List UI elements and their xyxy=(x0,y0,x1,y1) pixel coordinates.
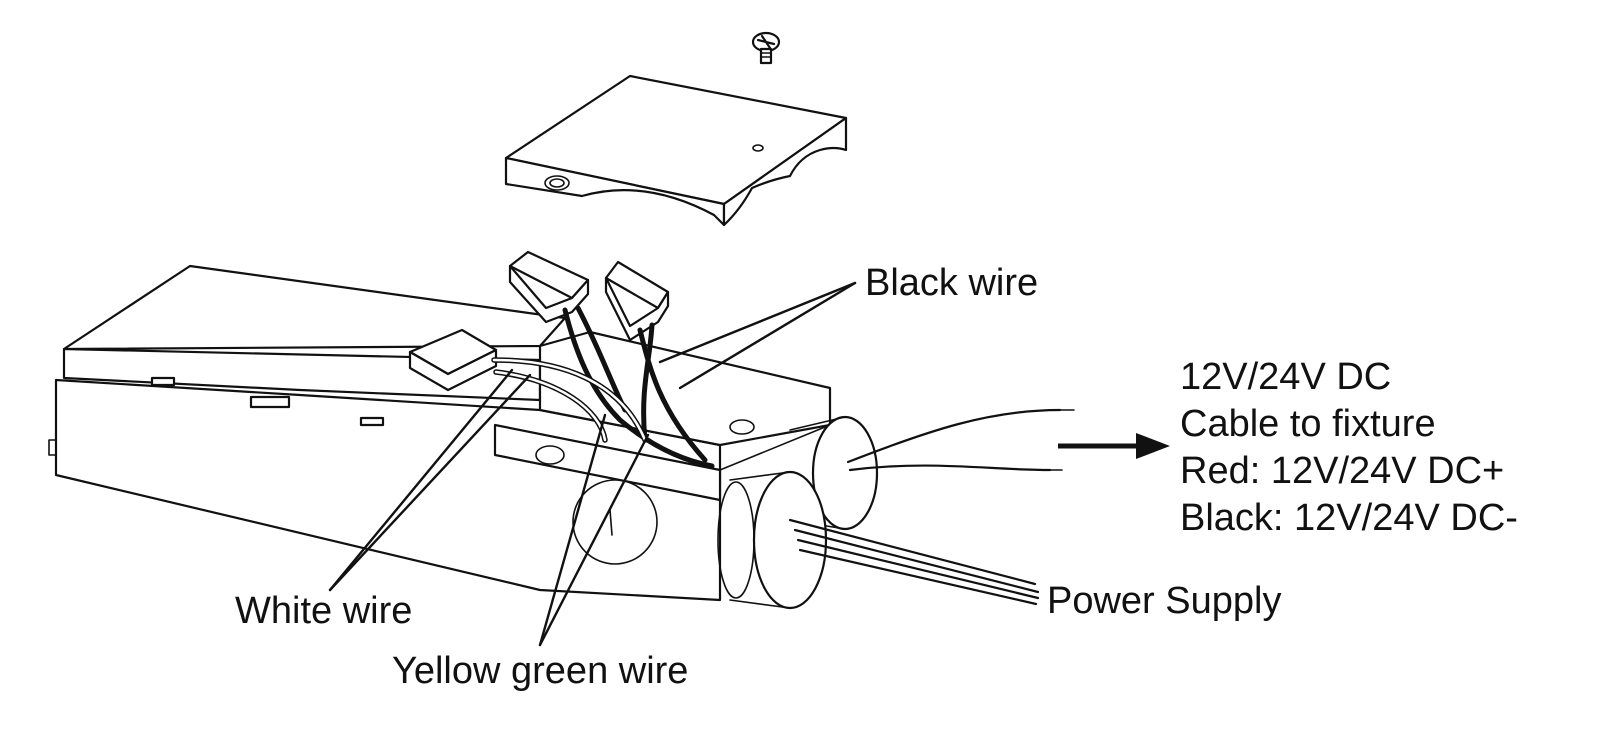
internal-wires xyxy=(491,305,715,469)
connector-left xyxy=(408,328,498,392)
leader-lines xyxy=(328,281,857,647)
label-black-wire: Black wire xyxy=(865,262,1039,304)
junction-box-cover xyxy=(504,74,848,227)
output-arrow-icon xyxy=(1058,433,1170,459)
fixture-output-text: 12V/24V DC Cable to fixture Red: 12V/24V… xyxy=(1180,354,1518,542)
label-power-supply: Power Supply xyxy=(1047,580,1282,622)
connector-top-left xyxy=(508,250,590,324)
screw-icon xyxy=(751,31,781,65)
power-supply-cable xyxy=(788,518,1040,606)
fixture-black-polarity: Black: 12V/24V DC- xyxy=(1180,497,1518,539)
fixture-voltage: 12V/24V DC xyxy=(1180,356,1392,398)
fixture-cable-label: Cable to fixture xyxy=(1180,403,1436,445)
driver-housing xyxy=(48,264,879,610)
label-yellow-green-wire: Yellow green wire xyxy=(392,650,689,692)
connector-top-right xyxy=(604,260,670,342)
label-white-wire: White wire xyxy=(235,590,413,632)
fixture-cable xyxy=(846,408,1075,472)
fixture-red-polarity: Red: 12V/24V DC+ xyxy=(1180,450,1505,492)
